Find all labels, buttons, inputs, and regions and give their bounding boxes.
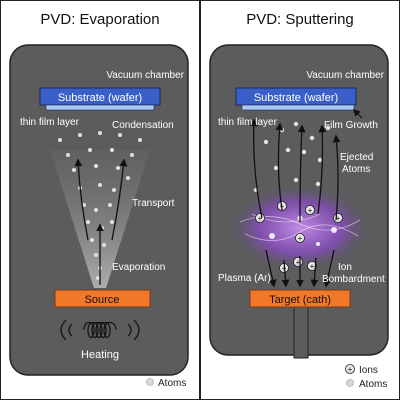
evaporation-title: PVD: Evaporation xyxy=(40,11,160,28)
evaporation-source xyxy=(54,289,151,308)
sputtering-chamber-label: Vacuum chamber xyxy=(306,70,384,81)
svg-text:+: + xyxy=(310,262,315,271)
sputtering-ejected-label-2: Atoms xyxy=(342,164,370,175)
evaporation-arrows xyxy=(74,158,128,285)
svg-text:+: + xyxy=(308,206,313,215)
plasma-sparkles xyxy=(269,215,337,246)
evaporation-heating-label: Heating xyxy=(81,349,119,361)
evaporation-legend: Atoms xyxy=(146,378,186,389)
sputtering-legend-ions: Ions xyxy=(359,365,378,376)
sputtering-target-label: Target (cath) xyxy=(269,294,331,306)
film-growth-pointer xyxy=(352,108,363,119)
ion-legend-icon xyxy=(345,364,355,374)
sputter-atoms xyxy=(253,121,331,193)
evaporation-legend-atoms: Atoms xyxy=(158,378,186,389)
sputtering-legend-atoms: Atoms xyxy=(359,379,387,390)
evaporation-chamber-label: Vacuum chamber xyxy=(106,70,184,81)
sputter-bombardment-arrows xyxy=(265,249,335,288)
evaporation-thin-film-label: thin film layer xyxy=(20,117,80,128)
sputtering-title: PVD: Sputtering xyxy=(246,11,354,28)
evaporation-substrate-label: Substrate (wafer) xyxy=(58,92,142,104)
atom-legend-icon xyxy=(346,379,354,387)
plasma-glow xyxy=(228,184,372,272)
evaporation-plume xyxy=(50,150,150,288)
sputtering-substrate-label: Substrate (wafer) xyxy=(254,92,338,104)
svg-text:+: + xyxy=(280,202,285,211)
evaporation-transport-label: Transport xyxy=(132,198,175,209)
sputtering-thin-film xyxy=(241,104,355,111)
sputter-ejection-arrows xyxy=(249,118,341,223)
sputtering-film-growth-label: Film Growth xyxy=(324,120,378,131)
evaporation-thin-film xyxy=(45,104,155,111)
sputtering-target xyxy=(249,289,351,308)
evaporation-source-label: Source xyxy=(85,294,120,306)
sputtering-ion-label-1: Ion xyxy=(338,262,352,273)
ion-legend-sign: + xyxy=(348,365,353,374)
svg-text:+: + xyxy=(336,214,341,223)
sputtering-thin-film-label: thin film layer xyxy=(218,117,278,128)
svg-text:+: + xyxy=(298,234,303,243)
atom-legend-icon xyxy=(146,378,154,386)
svg-text:+: + xyxy=(258,214,263,223)
sputtering-ion-label-2: Bombardment xyxy=(322,274,385,285)
evaporation-process-label: Evaporation xyxy=(112,262,165,273)
evaporation-condensation-label: Condensation xyxy=(112,120,174,131)
sputtering-legend: + Ions Atoms xyxy=(345,364,387,390)
heating-coil-icon xyxy=(60,319,140,341)
svg-text:+: + xyxy=(296,258,301,267)
sputtering-plasma-label: Plasma (Ar) xyxy=(218,273,271,284)
sputtering-ejected-label-1: Ejected xyxy=(340,152,373,163)
sputtering-cathode-stem xyxy=(293,305,309,359)
